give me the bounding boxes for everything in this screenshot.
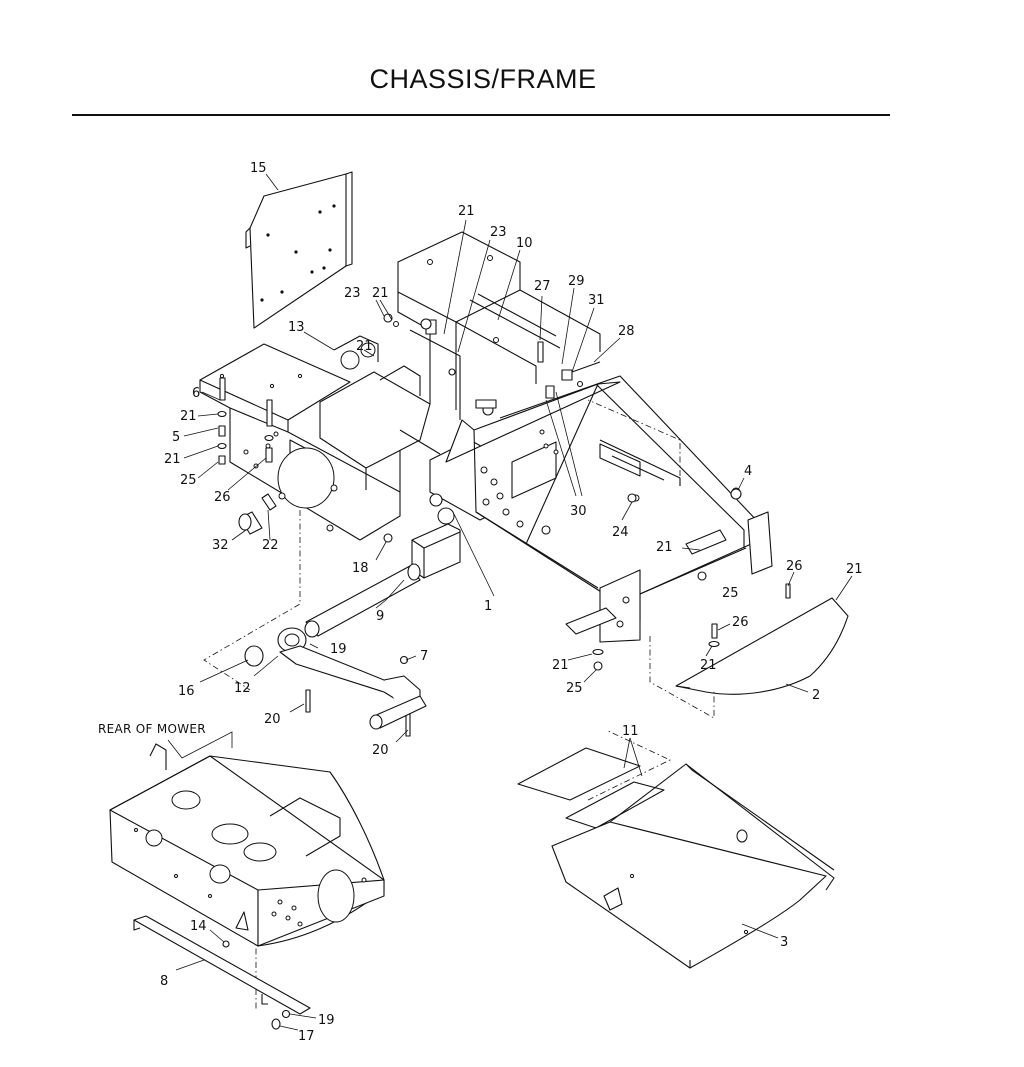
callout-3: 3 [780, 935, 788, 950]
callout-15: 15 [250, 161, 267, 176]
callout-21: 21 [846, 562, 863, 577]
callout-2: 2 [812, 688, 820, 703]
callout-25: 25 [566, 681, 583, 696]
callout-21: 21 [356, 339, 373, 354]
callout-29: 29 [568, 274, 585, 289]
callout-32: 32 [212, 538, 229, 553]
callout-19: 19 [318, 1013, 335, 1028]
callout-17: 17 [298, 1029, 315, 1044]
part-15-seat-panel [245, 171, 353, 329]
callout-leaders [167, 173, 853, 1031]
title-rule [72, 114, 890, 116]
part-11-3-floor-pan [517, 747, 835, 969]
part-2-deck-shield [675, 597, 849, 695]
callout-21: 21 [552, 658, 569, 673]
part-frame-tower [397, 231, 601, 420]
callout-13: 13 [288, 320, 305, 335]
callout-7: 7 [420, 649, 428, 664]
callout-21: 21 [180, 409, 197, 424]
alignment-lines [203, 399, 715, 1010]
callout-12: 12 [234, 681, 251, 696]
callout-26: 26 [732, 615, 749, 630]
callout-14: 14 [190, 919, 207, 934]
callout-5: 5 [172, 430, 180, 445]
callout-10: 10 [516, 236, 533, 251]
hardware-fasteners [217, 313, 791, 737]
callout-16: 16 [178, 684, 195, 699]
part-1-main-frame [445, 375, 773, 643]
callout-31: 31 [588, 293, 605, 308]
callout-20: 20 [372, 743, 389, 758]
part-9-axle-tube [304, 523, 461, 638]
callout-19: 19 [330, 642, 347, 657]
callout-24: 24 [612, 525, 629, 540]
callout-21: 21 [458, 204, 475, 219]
callout-21: 21 [656, 540, 673, 555]
callout-23: 23 [490, 225, 507, 240]
callout-1: 1 [484, 599, 492, 614]
callout-26: 26 [214, 490, 231, 505]
callout-26: 26 [786, 559, 803, 574]
callout-11: 11 [622, 724, 639, 739]
callout-labels: 15 21 23 10 23 21 27 29 31 28 13 21 6 21… [160, 161, 863, 1044]
inset-caption: REAR OF MOWER [98, 722, 206, 736]
part-12-axle-beam [244, 627, 427, 730]
callout-25: 25 [722, 586, 739, 601]
callout-6: 6 [192, 386, 200, 401]
callout-9: 9 [376, 609, 384, 624]
callout-23: 23 [344, 286, 361, 301]
callout-4: 4 [744, 464, 752, 479]
callout-8: 8 [160, 974, 168, 989]
callout-21: 21 [372, 286, 389, 301]
callout-27: 27 [534, 279, 551, 294]
rear-inset [109, 743, 385, 1030]
callout-20: 20 [264, 712, 281, 727]
callout-21: 21 [164, 452, 181, 467]
callout-30: 30 [570, 504, 587, 519]
callout-28: 28 [618, 324, 635, 339]
callout-21: 21 [700, 658, 717, 673]
callout-25: 25 [180, 473, 197, 488]
callout-18: 18 [352, 561, 369, 576]
page-title: CHASSIS/FRAME [369, 64, 597, 94]
callout-22: 22 [262, 538, 279, 553]
